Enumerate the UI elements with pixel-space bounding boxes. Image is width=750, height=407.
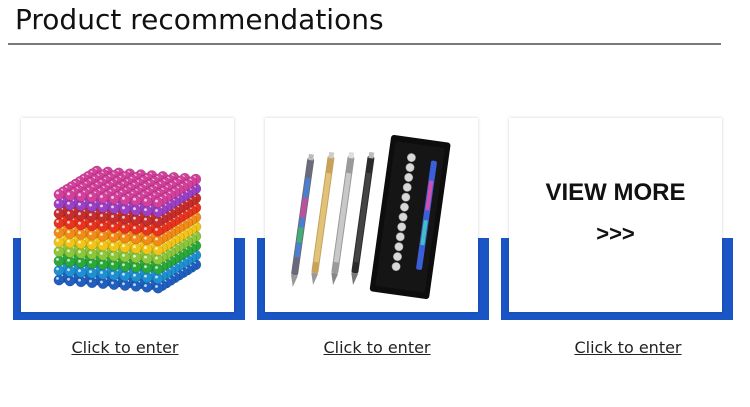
product-image-frame[interactable] — [265, 118, 478, 312]
click-to-enter-link-2[interactable]: Click to enter — [323, 338, 431, 357]
view-more-button[interactable]: VIEW MORE >>> — [509, 118, 722, 312]
product-card-magnetic-balls[interactable] — [13, 118, 245, 320]
view-more-frame[interactable]: VIEW MORE >>> — [509, 118, 722, 312]
click-to-enter-link-1[interactable]: Click to enter — [71, 338, 179, 357]
click-to-enter-link-3[interactable]: Click to enter — [574, 338, 682, 357]
title-divider — [8, 43, 721, 45]
view-more-label: VIEW MORE — [545, 179, 686, 206]
magnetic-balls-image[interactable] — [21, 118, 234, 312]
product-image-frame[interactable] — [21, 118, 234, 312]
page-title: Product recommendations — [15, 3, 384, 36]
product-card-magnetic-pens[interactable] — [257, 118, 489, 320]
arrows-icon: >>> — [596, 221, 635, 246]
view-more-card[interactable]: VIEW MORE >>> — [501, 118, 733, 320]
magnetic-pens-image[interactable] — [265, 118, 478, 312]
